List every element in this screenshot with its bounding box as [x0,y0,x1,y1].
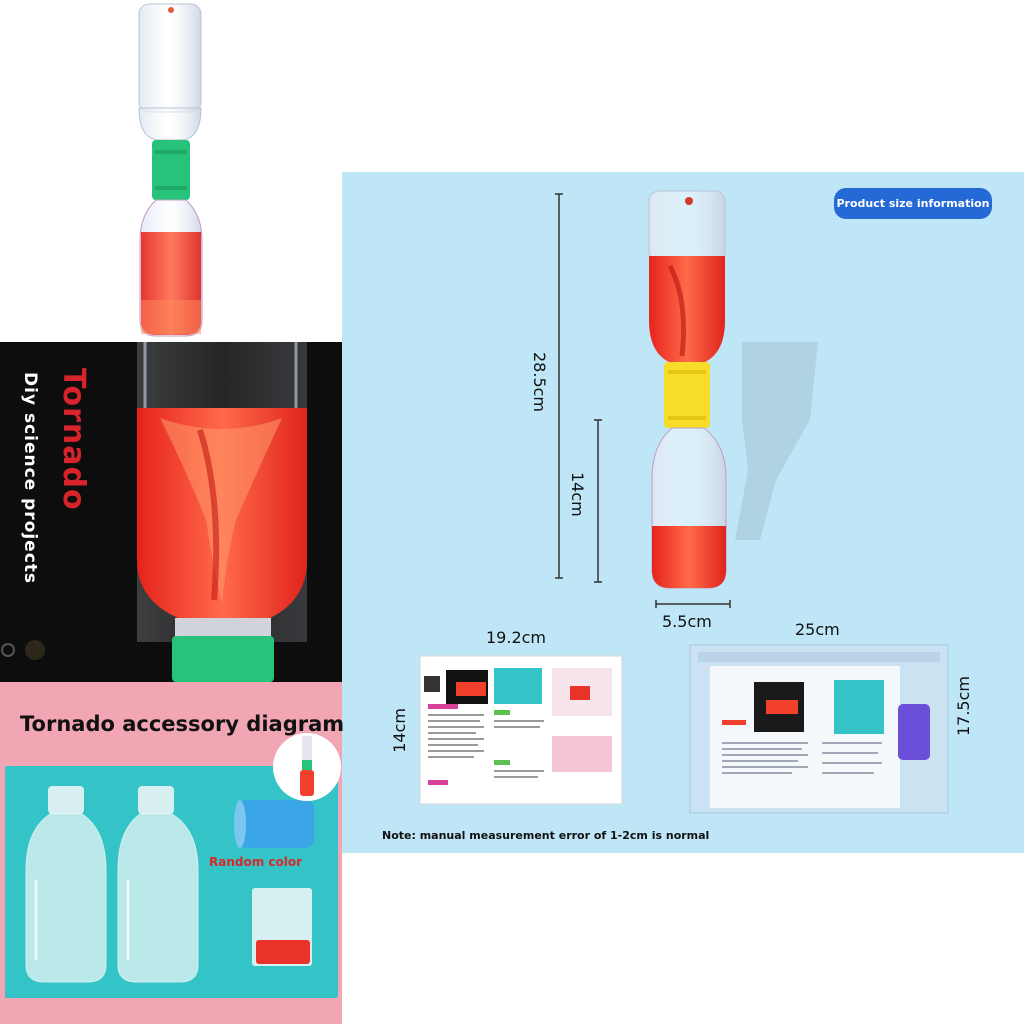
dimension-card-width: 19.2cm [486,628,547,647]
random-color-label: Random color [209,855,303,869]
measurement-note: Note: manual measurement error of 1-2cm … [382,829,710,842]
dimension-card-height: 14cm [390,708,409,753]
accessory-photo-area [5,766,338,998]
dimension-height-bottle: 14cm [568,472,587,517]
dimension-height-total: 28.5cm [530,352,549,413]
product-photo-panel [0,0,342,342]
dimension-bag-height: 17.5cm [954,676,973,737]
size-info-panel [342,172,1024,853]
banner-subtitle: Diy science projects [20,372,40,585]
dimension-width-bottle: 5.5cm [662,612,712,631]
size-info-badge: Product size information [834,188,992,219]
dimension-bag-width: 25cm [795,620,840,639]
tornado-banner-panel [0,342,342,682]
banner-title: Tornado [56,368,91,511]
accessory-title: Tornado accessory diagram [20,712,345,736]
